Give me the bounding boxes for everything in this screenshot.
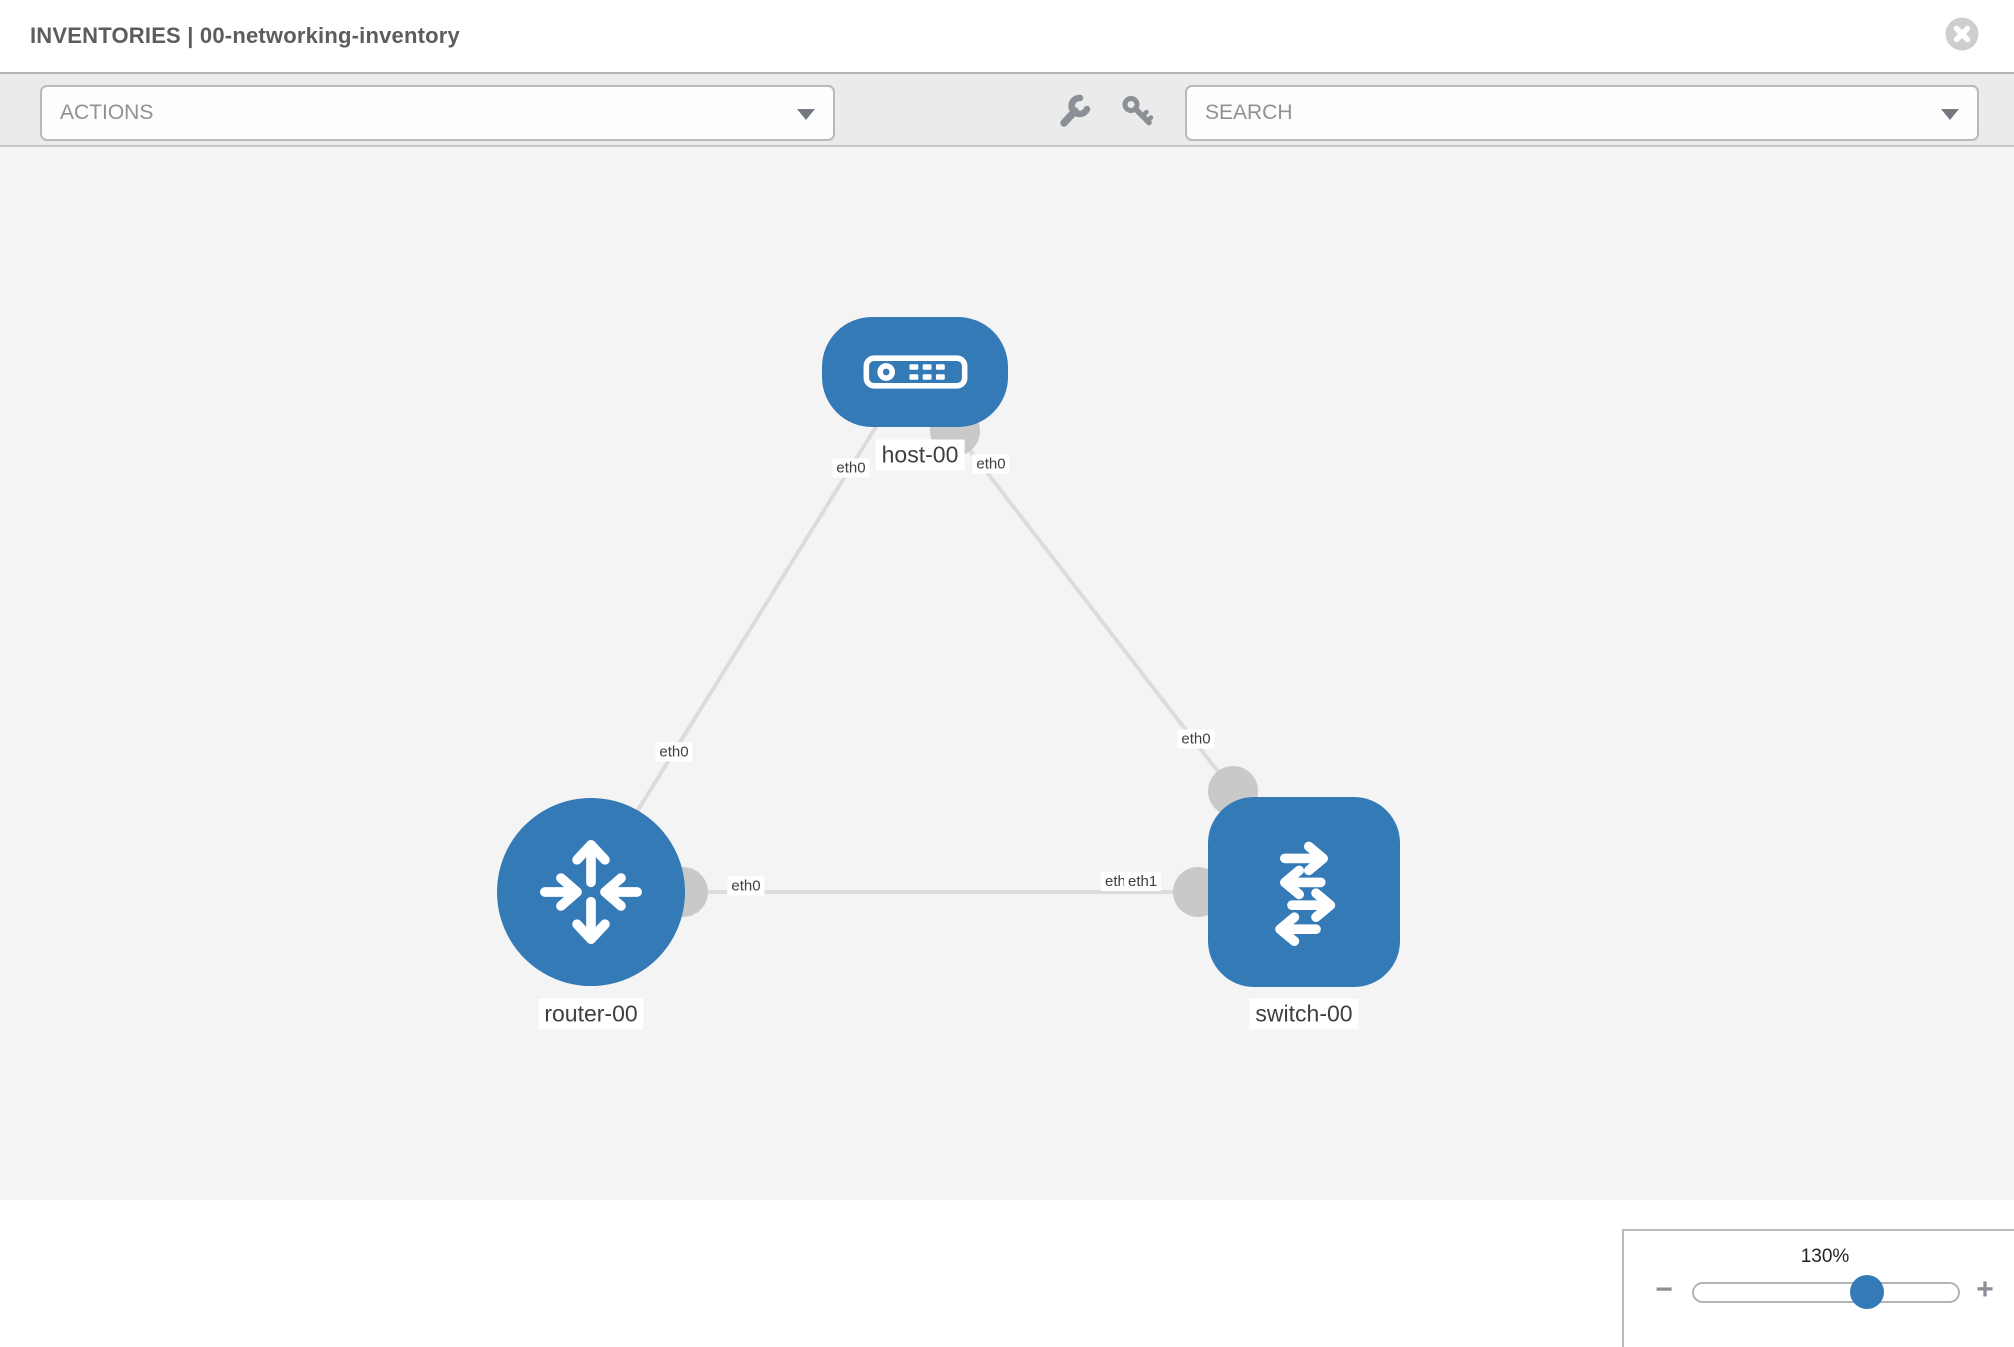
search-dropdown-label: SEARCH <box>1205 101 1293 124</box>
key-icon <box>1122 96 1154 126</box>
interface-label: eth0 <box>655 742 693 762</box>
topology-toolbar: ACTIONS SEARCH <box>0 72 2014 147</box>
zoom-level-label: 130% <box>1800 1246 1850 1267</box>
zoom-out-button[interactable]: − <box>1655 1273 1673 1306</box>
wrench-icon <box>1060 94 1091 127</box>
link-host-router[interactable] <box>613 415 884 849</box>
node-label-switch: switch-00 <box>1249 998 1359 1030</box>
chevron-down-icon <box>797 109 815 120</box>
node-switch-00[interactable] <box>1208 797 1400 987</box>
topology-canvas: host-00 router-00 switch-00 eth0 eth0 et… <box>0 147 2014 1347</box>
close-button[interactable] <box>1945 17 1979 51</box>
credentials-button[interactable] <box>1120 93 1156 129</box>
zoom-panel: 130% − + <box>1622 1229 2014 1347</box>
interface-label: eth1 <box>1124 872 1162 891</box>
links-layer <box>613 406 1258 917</box>
router-icon <box>540 839 642 945</box>
interface-label: eth0 <box>832 458 870 478</box>
search-dropdown[interactable]: SEARCH <box>1185 85 1979 141</box>
node-label-host: host-00 <box>875 439 965 471</box>
zoom-in-button[interactable]: + <box>1976 1273 1994 1306</box>
close-icon <box>1945 17 1979 51</box>
switch-icon <box>1275 841 1336 946</box>
tools-button[interactable] <box>1056 93 1092 129</box>
node-host-00[interactable] <box>822 317 1008 427</box>
page-title: INVENTORIES | 00-networking-inventory <box>30 23 460 48</box>
actions-dropdown[interactable]: ACTIONS <box>40 85 835 141</box>
actions-dropdown-label: ACTIONS <box>60 101 154 124</box>
zoom-slider-knob[interactable] <box>1850 1275 1884 1309</box>
node-label-router: router-00 <box>538 998 644 1030</box>
chevron-down-icon <box>1941 109 1959 120</box>
breadcrumb-header: INVENTORIES | 00-networking-inventory <box>0 0 2014 72</box>
interface-label: eth0 <box>972 454 1010 474</box>
interface-label: eth0 <box>1177 729 1215 749</box>
host-icon <box>863 355 967 389</box>
node-router-00[interactable] <box>497 798 685 986</box>
interface-label: eth0 <box>727 876 765 896</box>
zoom-slider[interactable] <box>1692 1275 1960 1309</box>
